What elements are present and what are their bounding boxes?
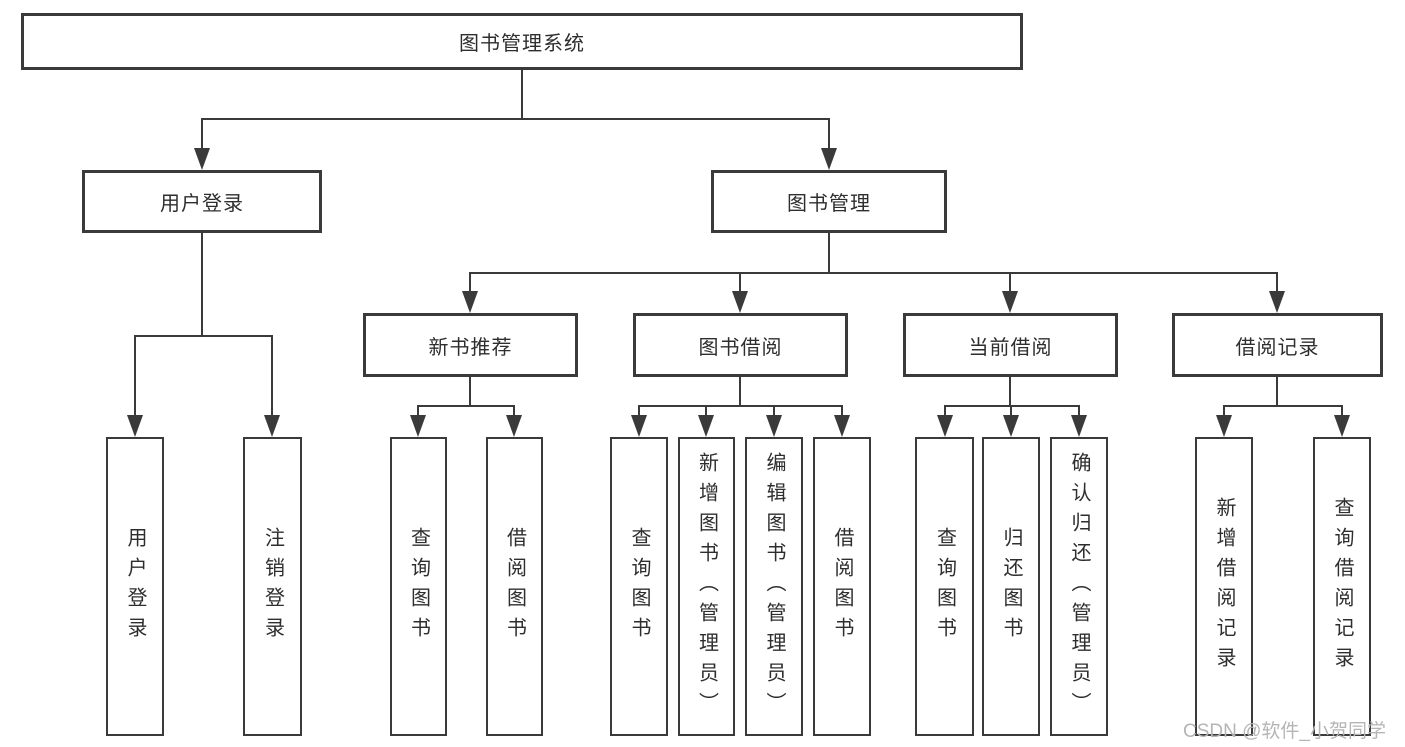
connector-line <box>944 405 946 415</box>
connector-line <box>773 405 775 415</box>
arrow-down-icon <box>1003 415 1019 437</box>
node-current-borrowing: 当前借阅 <box>903 313 1118 377</box>
node-current-borrowing-label: 当前借阅 <box>968 336 1053 359</box>
connector-line <box>1223 405 1225 415</box>
leaf-recommend-borrow-books-label: 借阅图书 <box>503 526 526 647</box>
connector-line <box>739 272 741 291</box>
csdn-watermark: CSDN @软件_小贺同学 <box>1183 721 1386 742</box>
leaf-current-query-books-label: 查询图书 <box>933 526 956 647</box>
leaf-recommend-query-books-label: 查询图书 <box>407 526 430 647</box>
connector-line <box>201 118 830 120</box>
node-book-management-label: 图书管理 <box>787 193 871 215</box>
connector-line <box>271 335 273 415</box>
leaf-add-books-admin-label: 新增图书（管理员） <box>695 451 718 722</box>
arrow-down-icon <box>410 415 426 437</box>
arrow-down-icon <box>127 415 143 437</box>
node-book-management: 图书管理 <box>711 170 947 233</box>
arrow-down-icon <box>1334 415 1350 437</box>
connector-line <box>638 405 640 415</box>
leaf-logout: 注销登录 <box>243 437 302 736</box>
connector-line <box>841 405 843 415</box>
node-user-login: 用户登录 <box>82 170 322 233</box>
connector-line <box>638 405 843 407</box>
leaf-borrowing-borrow-books-label: 借阅图书 <box>831 526 853 647</box>
connector-line <box>1223 405 1343 407</box>
arrow-down-icon <box>937 415 953 437</box>
leaf-borrowing-borrow-books: 借阅图书 <box>813 437 871 736</box>
node-library-management-system: 图书管理系统 <box>21 13 1023 70</box>
arrow-down-icon <box>1071 415 1087 437</box>
leaf-user-login: 用户登录 <box>106 437 164 736</box>
connector-line <box>134 335 136 415</box>
connector-line <box>469 272 1278 274</box>
leaf-edit-books-admin: 编辑图书（管理员） <box>745 437 803 736</box>
leaf-confirm-return-admin-label: 确认归还（管理员） <box>1068 451 1090 722</box>
node-user-login-label: 用户登录 <box>160 193 244 215</box>
arrow-down-icon <box>264 415 280 437</box>
connector-line <box>1078 405 1080 415</box>
leaf-recommend-query-books: 查询图书 <box>390 437 447 736</box>
connector-line <box>1009 377 1011 405</box>
leaf-query-borrow-record: 查询借阅记录 <box>1313 437 1371 736</box>
connector-line <box>1276 272 1278 291</box>
arrow-down-icon <box>732 291 748 313</box>
arrow-down-icon <box>698 415 714 437</box>
connector-line <box>1276 377 1278 405</box>
connector-line <box>521 70 523 118</box>
arrow-down-icon <box>1269 291 1285 313</box>
connector-line <box>739 377 741 405</box>
leaf-return-books: 归还图书 <box>982 437 1040 736</box>
arrow-down-icon <box>194 148 210 170</box>
connector-line <box>1009 272 1011 291</box>
connector-line <box>513 405 515 415</box>
leaf-query-borrow-record-label: 查询借阅记录 <box>1331 496 1353 677</box>
leaf-add-borrow-record-label: 新增借阅记录 <box>1213 496 1235 677</box>
connector-line <box>1341 405 1343 415</box>
leaf-current-query-books: 查询图书 <box>915 437 974 736</box>
node-book-borrowing: 图书借阅 <box>633 313 848 377</box>
arrow-down-icon <box>462 291 478 313</box>
leaf-logout-label: 注销登录 <box>261 526 284 647</box>
arrow-down-icon <box>506 415 522 437</box>
leaf-confirm-return-admin: 确认归还（管理员） <box>1050 437 1108 736</box>
leaf-return-books-label: 归还图书 <box>1000 526 1022 647</box>
connector-line <box>828 233 830 272</box>
leaf-borrowing-query-books-label: 查询图书 <box>628 526 650 647</box>
leaf-user-login-label: 用户登录 <box>124 526 146 647</box>
connector-line <box>469 377 471 405</box>
connector-line <box>201 233 203 335</box>
connector-line <box>134 335 273 337</box>
leaf-add-books-admin: 新增图书（管理员） <box>678 437 735 736</box>
arrow-down-icon <box>1216 415 1232 437</box>
arrow-down-icon <box>834 415 850 437</box>
node-book-borrowing-label: 图书借阅 <box>698 336 783 359</box>
node-borrowing-records-label: 借阅记录 <box>1235 336 1320 359</box>
connector-line <box>705 405 707 415</box>
leaf-add-borrow-record: 新增借阅记录 <box>1195 437 1253 736</box>
connector-line <box>1010 405 1012 415</box>
arrow-down-icon <box>821 148 837 170</box>
node-new-book-recommend-label: 新书推荐 <box>428 336 513 359</box>
arrow-down-icon <box>1002 291 1018 313</box>
connector-line <box>201 118 203 148</box>
node-borrowing-records: 借阅记录 <box>1172 313 1383 377</box>
leaf-recommend-borrow-books: 借阅图书 <box>486 437 543 736</box>
connector-line <box>469 272 471 291</box>
connector-line <box>417 405 419 415</box>
node-library-management-system-label: 图书管理系统 <box>459 33 585 55</box>
node-new-book-recommend: 新书推荐 <box>363 313 578 377</box>
leaf-edit-books-admin-label: 编辑图书（管理员） <box>763 451 785 722</box>
arrow-down-icon <box>631 415 647 437</box>
connector-line <box>944 405 1080 407</box>
arrow-down-icon <box>766 415 782 437</box>
connector-line <box>417 405 515 407</box>
leaf-borrowing-query-books: 查询图书 <box>610 437 668 736</box>
connector-line <box>828 118 830 148</box>
